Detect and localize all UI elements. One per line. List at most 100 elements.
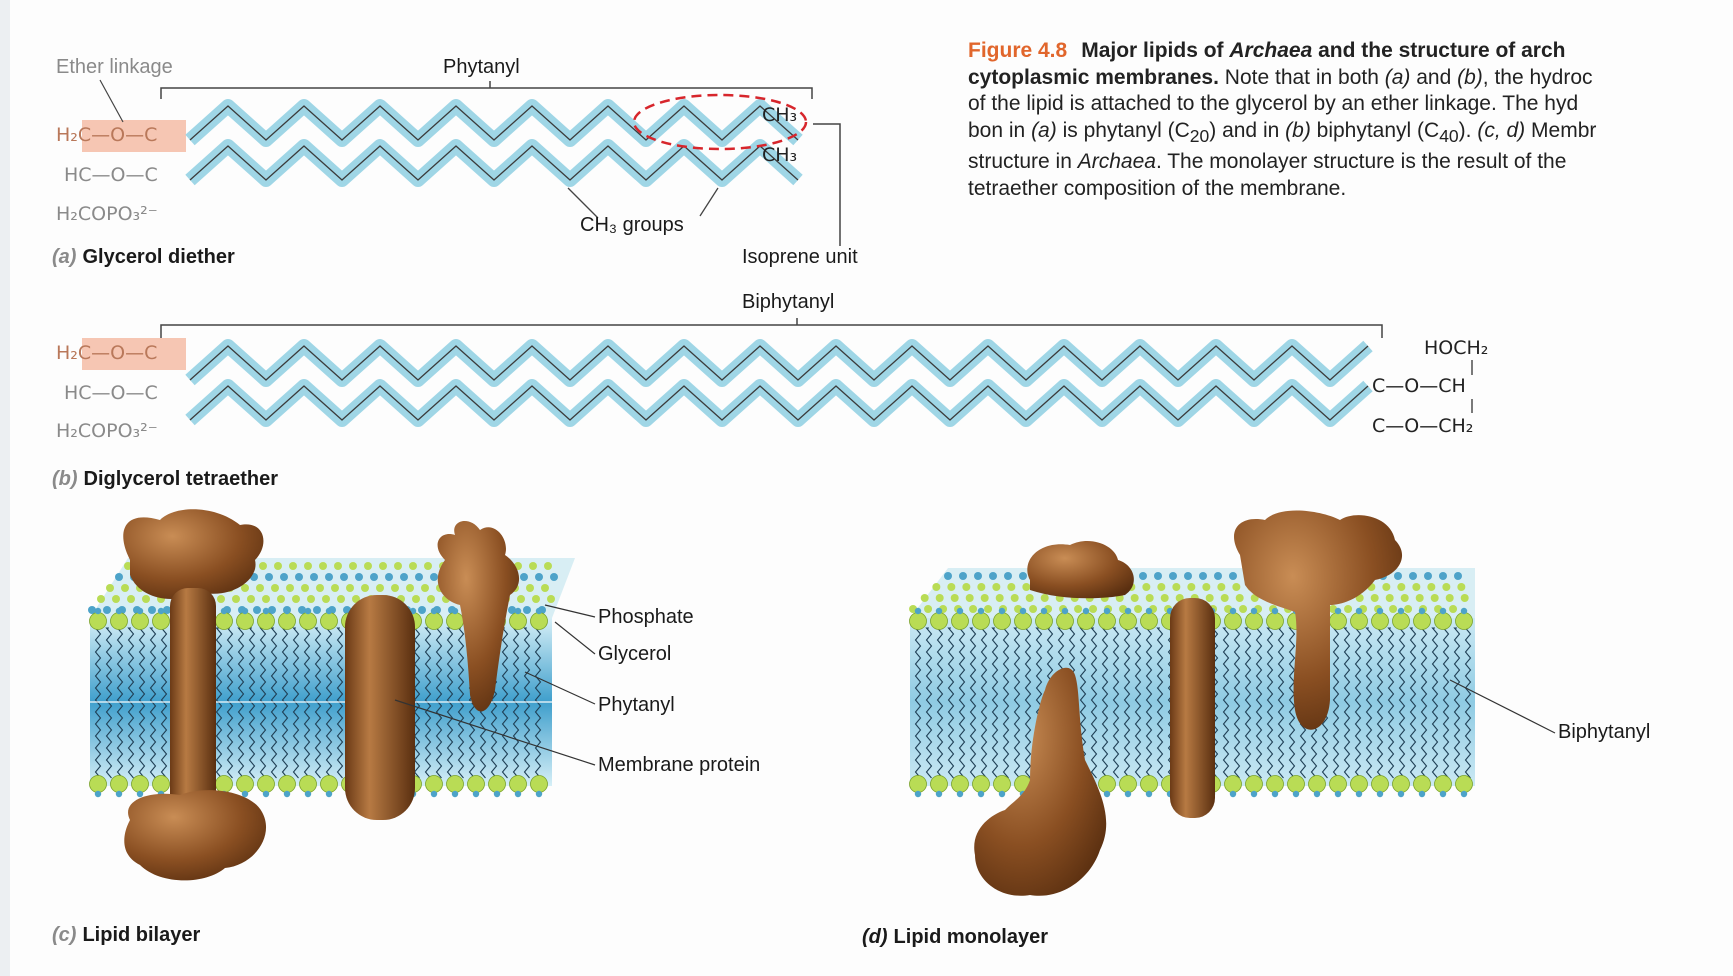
glycerol-pointer bbox=[555, 622, 595, 654]
glycerol-head bbox=[1456, 613, 1473, 630]
panel-b-caption: (b)Diglycerol tetraether bbox=[52, 468, 278, 491]
phytanyl-bracket bbox=[161, 88, 812, 99]
surface-head bbox=[1154, 572, 1162, 580]
glycerol-head bbox=[90, 613, 107, 630]
right-glycerol-bottom: C—O—CH₂ bbox=[1372, 415, 1473, 437]
phosphate-dot bbox=[1440, 608, 1446, 614]
surface-head bbox=[1389, 605, 1397, 613]
surface-head bbox=[932, 583, 940, 591]
panel-d-letter: (d) bbox=[862, 926, 888, 948]
surface-head bbox=[1202, 583, 1210, 591]
surface-head bbox=[1371, 594, 1379, 602]
isoprene-unit-pointer bbox=[813, 124, 840, 246]
phosphate-dot bbox=[1041, 608, 1047, 614]
glycerol-head bbox=[910, 613, 927, 630]
surface-head bbox=[385, 573, 393, 581]
surface-head bbox=[1404, 605, 1412, 613]
biphytanyl-label-d: Biphytanyl bbox=[1558, 721, 1650, 744]
surface-head bbox=[331, 584, 339, 592]
glycerol-head bbox=[447, 776, 464, 793]
surface-head bbox=[253, 606, 261, 614]
phosphate-dot bbox=[536, 608, 542, 614]
phosphate-dot bbox=[284, 791, 290, 797]
phosphate-dot bbox=[116, 791, 122, 797]
surface-head bbox=[412, 595, 420, 603]
glycerol-head bbox=[952, 613, 969, 630]
glycerol-head bbox=[258, 776, 275, 793]
glycerol-head bbox=[1372, 613, 1389, 630]
membrane-protein-rod bbox=[345, 595, 415, 820]
surface-head bbox=[1401, 594, 1409, 602]
right-glycerol-mid: C—O—CH bbox=[1372, 375, 1466, 397]
surface-head bbox=[280, 573, 288, 581]
panel-d-title: Lipid monolayer bbox=[894, 926, 1048, 948]
surface-head bbox=[142, 595, 150, 603]
glycerol-head bbox=[1309, 776, 1326, 793]
glycerol-label: Glycerol bbox=[598, 643, 671, 666]
phosphate-dot bbox=[1104, 608, 1110, 614]
surface-head bbox=[1214, 572, 1222, 580]
glycerol-head bbox=[910, 776, 927, 793]
surface-head bbox=[322, 595, 330, 603]
glycerol-head bbox=[279, 613, 296, 630]
glycerol-head bbox=[1141, 776, 1158, 793]
phosphate-dot bbox=[137, 608, 143, 614]
surface-head bbox=[1131, 594, 1139, 602]
surface-head bbox=[310, 573, 318, 581]
ch3-groups-label: CH₃ groups bbox=[580, 214, 684, 237]
phosphate-dot bbox=[1062, 608, 1068, 614]
panel-a-letter: (a) bbox=[52, 246, 76, 268]
surface-head bbox=[951, 594, 959, 602]
surface-head bbox=[992, 583, 1000, 591]
surface-head bbox=[1416, 594, 1424, 602]
surface-head bbox=[1236, 594, 1244, 602]
surface-head bbox=[1446, 594, 1454, 602]
phosphate-dot bbox=[95, 608, 101, 614]
surface-head bbox=[974, 572, 982, 580]
glycerol-head bbox=[321, 613, 338, 630]
glycerol-head bbox=[973, 776, 990, 793]
surface-head bbox=[121, 584, 129, 592]
phosphate-dot bbox=[263, 608, 269, 614]
surface-head bbox=[1011, 594, 1019, 602]
phosphate-dot bbox=[431, 791, 437, 797]
surface-head bbox=[307, 595, 315, 603]
phosphate-dot bbox=[536, 791, 542, 797]
phosphate-dot bbox=[452, 791, 458, 797]
surface-head bbox=[1431, 594, 1439, 602]
glycerol-head bbox=[1456, 776, 1473, 793]
phosphate-dot bbox=[1419, 608, 1425, 614]
glycerol-head bbox=[111, 776, 128, 793]
glycerol-head bbox=[1267, 613, 1284, 630]
surface-head bbox=[421, 584, 429, 592]
glycerol-row-2: HC—O—C bbox=[64, 164, 158, 186]
phytanyl-label: Phytanyl bbox=[443, 56, 520, 79]
surface-head bbox=[1344, 605, 1352, 613]
phosphate-dot bbox=[1020, 608, 1026, 614]
phosphate-dot bbox=[326, 791, 332, 797]
glycerol-head bbox=[1099, 613, 1116, 630]
caption-line-5: structure in Archaea. The monolayer stru… bbox=[968, 149, 1733, 176]
surface-head bbox=[1134, 605, 1142, 613]
surface-head bbox=[289, 562, 297, 570]
surface-head bbox=[217, 595, 225, 603]
glycerol-head bbox=[1393, 613, 1410, 630]
glycerol-head bbox=[279, 776, 296, 793]
phosphate-dot bbox=[473, 791, 479, 797]
phosphate-dot bbox=[137, 791, 143, 797]
glycerol-head bbox=[447, 613, 464, 630]
caption-line-2: cytoplasmic membranes. Note that in both… bbox=[968, 65, 1733, 92]
surface-head bbox=[247, 595, 255, 603]
ether-linkage-pointer bbox=[100, 80, 123, 122]
phosphate-dot bbox=[305, 608, 311, 614]
panel-b-structure bbox=[82, 318, 1472, 420]
surface-head bbox=[292, 595, 300, 603]
phosphate-dot bbox=[158, 608, 164, 614]
glycerol-head bbox=[426, 613, 443, 630]
phosphate-dot bbox=[936, 791, 942, 797]
phosphate-dot bbox=[1377, 608, 1383, 614]
glycerol-head bbox=[1120, 613, 1137, 630]
phosphate-dot bbox=[1398, 791, 1404, 797]
surface-head bbox=[1232, 583, 1240, 591]
surface-head bbox=[430, 573, 438, 581]
